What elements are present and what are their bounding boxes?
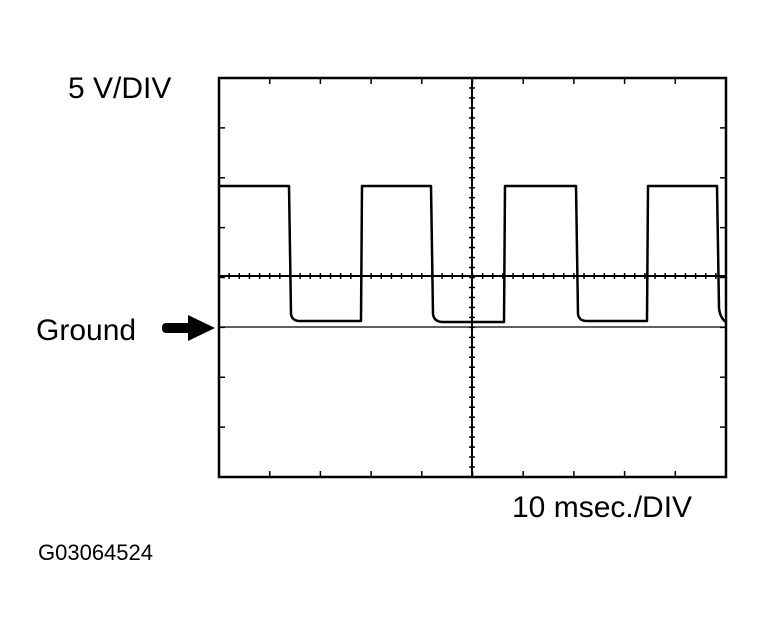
graticule-ticks: [219, 78, 727, 477]
ground-label: Ground: [36, 314, 137, 347]
time-scale-label: 10 msec./DIV: [512, 491, 693, 524]
square-wave-trace: [219, 184, 727, 324]
figure-id: G03064524: [38, 540, 153, 565]
arrow-right-icon: [162, 315, 215, 341]
voltage-scale-label: 5 V/DIV: [68, 72, 172, 105]
